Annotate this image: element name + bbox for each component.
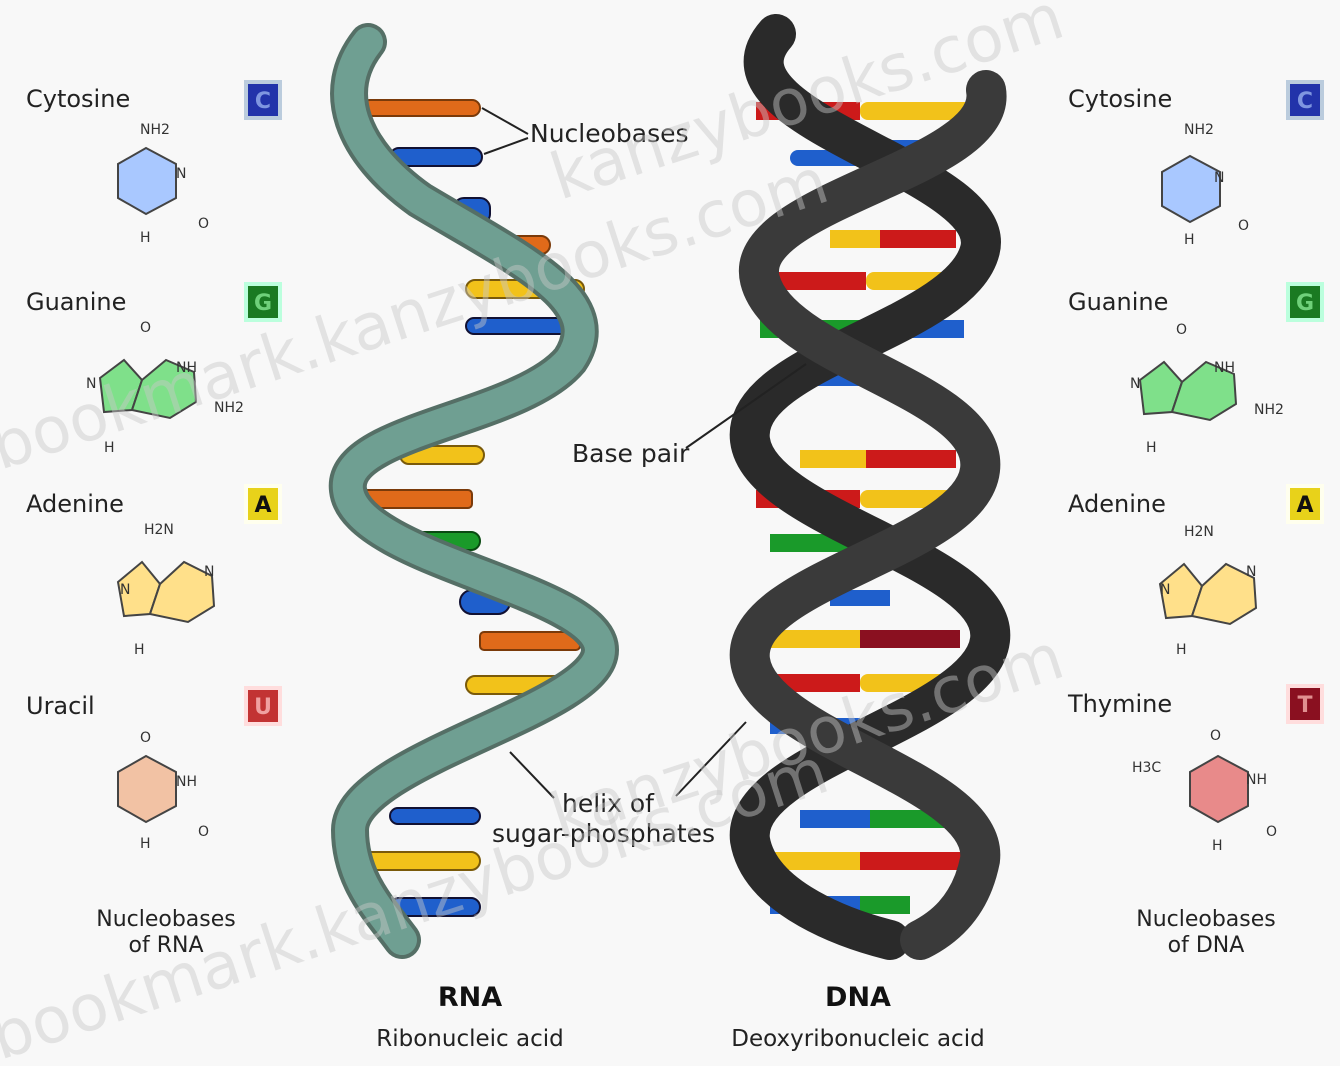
rna-cytosine-name: Cytosine [26, 85, 130, 113]
dna-adenine-n2-label: N [1246, 564, 1256, 580]
dna-adenine-h2n-label: H2N [1184, 524, 1214, 540]
rna-uracil-name: Uracil [26, 692, 95, 720]
rna-rung [480, 632, 580, 650]
cytosine-nh2-label: NH2 [140, 122, 170, 138]
dna-adenine-n-label: N [1160, 582, 1170, 598]
dna-base-half [860, 852, 970, 870]
uracil-nh-label: NH [176, 774, 197, 790]
dna-base-half [800, 450, 866, 468]
dna-adenine-name: Adenine [1068, 490, 1166, 518]
dna-guanine-h-label: H [1146, 440, 1157, 456]
dna-caption-line1: Nucleobases [1136, 907, 1276, 932]
thymine-h3c-label: H3C [1132, 760, 1161, 776]
dna-cytosine-letter: C [1297, 89, 1313, 114]
dna-cytosine-name: Cytosine [1068, 85, 1172, 113]
cytosine-structure-dna: NH2 N O H [1162, 122, 1249, 248]
uracil-h-label: H [140, 836, 151, 852]
dna-guanine-n-label: N [1130, 376, 1140, 392]
adenine-structure-rna: H2N N N H [118, 522, 214, 658]
adenine-n2-label: N [204, 564, 214, 580]
rna-adenine-letter: A [254, 493, 271, 518]
dna-base-half [830, 230, 880, 248]
cytosine-structure-rna: NH2 N H O [118, 122, 209, 246]
dna-subtitle: Deoxyribonucleic acid [731, 1026, 984, 1052]
rna-title: RNA [438, 982, 502, 1013]
dna-guanine-nh2-label: NH2 [1254, 402, 1284, 418]
cytosine-h-label: H [140, 230, 151, 246]
uracil-o-label: O [140, 730, 151, 746]
rna-guanine-letter: G [254, 291, 272, 316]
dna-thymine-letter: T [1297, 693, 1312, 718]
dna-adenine-letter: A [1296, 493, 1313, 518]
rna-cytosine-letter: C [255, 89, 271, 114]
rna-rung [390, 808, 480, 824]
dna-guanine-letter: G [1296, 291, 1314, 316]
adenine-h2n-label: H2N [144, 522, 174, 538]
dna-base-half [860, 896, 910, 914]
guanine-o-label: O [140, 320, 151, 336]
base-pair-label: Base pair [572, 439, 690, 468]
thymine-o-label: O [1210, 728, 1221, 744]
thymine-h-label: H [1212, 838, 1223, 854]
rna-subtitle: Ribonucleic acid [376, 1026, 563, 1052]
rna-adenine-name: Adenine [26, 490, 124, 518]
rna-rung [362, 100, 480, 116]
dna-guanine-name: Guanine [1068, 288, 1168, 316]
nucleobases-arrow-1 [482, 108, 528, 134]
adenine-h-label: H [134, 642, 145, 658]
dna-base-half [770, 630, 860, 648]
rna-guanine-name: Guanine [26, 288, 126, 316]
cytosine-o-label: O [198, 216, 209, 232]
cytosine-n-label: N [176, 166, 186, 182]
rna-uracil-letter: U [254, 695, 272, 720]
dna-base-half [866, 450, 956, 468]
dna-cytosine-h-label: H [1184, 232, 1195, 248]
thymine-o2-label: O [1266, 824, 1277, 840]
dna-thymine-name: Thymine [1067, 690, 1172, 718]
thymine-nh-label: NH [1246, 772, 1267, 788]
dna-base-half [860, 630, 960, 648]
dna-cytosine-n-label: N [1214, 170, 1224, 186]
dna-base-half [880, 230, 956, 248]
rna-nucleobases-panel: Cytosine C NH2 N H O Guanine G O N NH NH… [26, 82, 280, 958]
dna-adenine-h-label: H [1176, 642, 1187, 658]
nucleobases-arrow-2 [484, 138, 528, 154]
dna-guanine-nh-label: NH [1214, 360, 1235, 376]
dna-cytosine-nh2-label: NH2 [1184, 122, 1214, 138]
guanine-structure-dna: O N NH NH2 H [1130, 322, 1284, 456]
dna-title: DNA [825, 982, 891, 1013]
dna-cytosine-o-label: O [1238, 218, 1249, 234]
uracil-o2-label: O [198, 824, 209, 840]
uracil-structure-rna: O NH O H [118, 730, 209, 852]
dna-guanine-o-label: O [1176, 322, 1187, 338]
dna-nucleobases-panel: Cytosine C NH2 N O H Guanine G O N NH NH… [1067, 82, 1322, 958]
adenine-n-label: N [120, 582, 130, 598]
adenine-structure-dna: H2N N N H [1160, 524, 1256, 658]
dna-caption-line2: of DNA [1168, 933, 1245, 958]
thymine-structure-dna: O H3C NH O H [1132, 728, 1277, 854]
